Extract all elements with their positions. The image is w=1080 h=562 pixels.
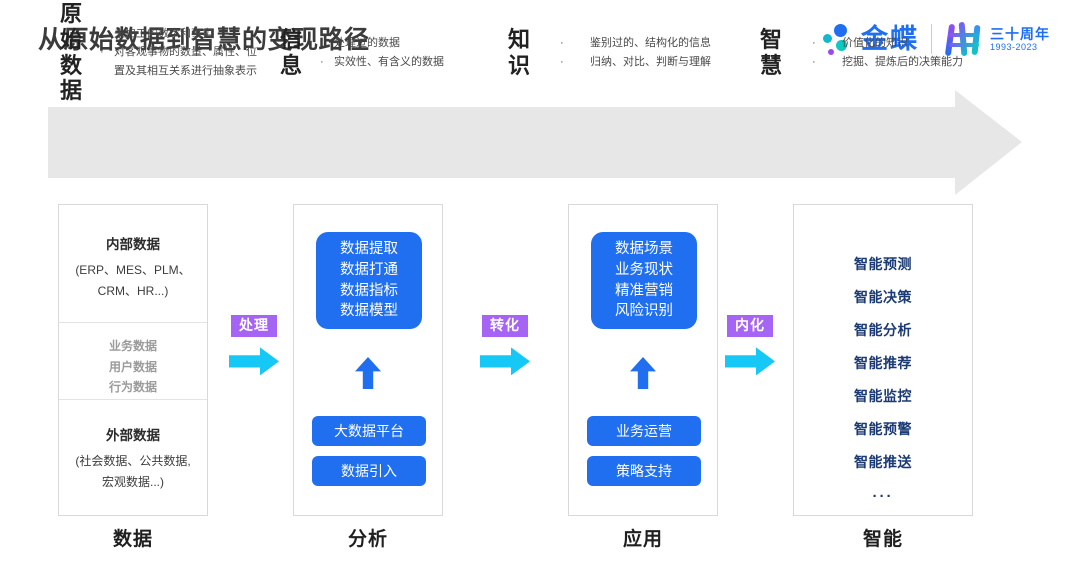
right-arrow-icon	[480, 347, 530, 376]
list-item: 智能推送	[854, 454, 912, 470]
right-arrow-icon	[229, 347, 279, 376]
banner-stage-knowledge: 知 识 · 鉴别过的、结构化的信息 · 归纳、对比、判断与理解	[508, 17, 711, 88]
banner-stage-data: 原始 数据 · 未加工的数字和事实 · 对客观事物的数量、属性、位 置及其相互关…	[60, 1, 257, 104]
column-footer-intelligence: 智能	[862, 529, 903, 550]
logo-divider	[931, 24, 932, 54]
list-item: 智能监控	[854, 388, 912, 404]
list-item: 智能推荐	[854, 355, 912, 371]
logo-dots-icon	[821, 22, 857, 56]
column-footer-data: 数据	[112, 529, 153, 550]
bullet-icon: ·	[320, 37, 324, 50]
column-data: 内部数据 (ERP、MES、PLM、 CRM、HR...) 业务数据 用户数据 …	[58, 204, 208, 516]
list-item: · 对客观事物的数量、属性、位	[100, 43, 257, 61]
list-item: · 处理过的数据	[320, 34, 444, 52]
external-data-section: 外部数据 (社会数据、公共数据, 宏观数据...)	[59, 400, 207, 492]
external-data-subtext: (社会数据、公共数据, 宏观数据...)	[75, 454, 191, 489]
column-footer-application: 应用	[622, 529, 663, 550]
bullet-icon: ·	[100, 28, 104, 41]
connector-internalize: 内化	[718, 315, 782, 376]
internal-data-heading: 内部数据	[106, 237, 160, 252]
application-capability-card: 数据场景 业务现状 精准营销 风险识别	[591, 232, 697, 329]
bullet-icon: ·	[560, 37, 564, 50]
banner-stage-information: 信 息 · 处理过的数据 · 实效性、有含义的数据	[280, 17, 444, 88]
bullet-icon: ·	[812, 55, 816, 68]
page-title: 从原始数据到智慧的变现路径	[38, 26, 370, 54]
list-item: · 挖掘、提炼后的决策能力	[812, 53, 963, 71]
analysis-pill-platform[interactable]: 大数据平台	[312, 416, 426, 446]
kingdee-logo: 金蝶 三十周年 1993-2023	[821, 18, 1050, 60]
list-item: 用户数据	[108, 359, 157, 374]
banner-stage-bullets: · 价值化的知识 · 挖掘、提炼后的决策能力	[812, 34, 963, 70]
up-arrow-icon	[630, 357, 656, 389]
dikw-banner-arrow	[48, 90, 1022, 195]
intelligence-capability-list: 智能预测 智能决策 智能分析 智能推荐 智能监控 智能预警 智能推送 ···	[794, 205, 972, 505]
anniversary-text: 三十周年 1993-2023	[990, 26, 1050, 52]
anniversary-years: 1993-2023	[990, 41, 1038, 52]
list-item: 行为数据	[108, 380, 157, 395]
banner-stage-bullets: · 处理过的数据 · 实效性、有含义的数据	[320, 34, 444, 70]
internal-data-section: 内部数据 (ERP、MES、PLM、 CRM、HR...)	[59, 205, 207, 322]
column-application: 数据场景 业务现状 精准营销 风险识别 业务运营 策略支持	[568, 204, 718, 516]
bullet-icon: ·	[320, 55, 324, 68]
list-item: · 实效性、有含义的数据	[320, 53, 444, 71]
connector-process: 处理	[222, 315, 286, 376]
anniversary-mark-icon	[944, 21, 984, 57]
list-item: 智能预测	[854, 256, 912, 272]
list-item: 智能预警	[854, 421, 912, 437]
list-item: 智能分析	[854, 322, 912, 338]
connector-label: 转化	[482, 315, 528, 338]
application-pill-strategy[interactable]: 策略支持	[587, 456, 701, 486]
bullet-icon: ·	[100, 46, 104, 59]
list-item: · 未加工的数字和事实	[100, 25, 257, 43]
connector-label: 处理	[231, 315, 277, 338]
analysis-capability-card: 数据提取 数据打通 数据指标 数据模型	[316, 232, 422, 329]
banner-stage-bullets: · 未加工的数字和事实 · 对客观事物的数量、属性、位 置及其相互关系进行抽象表…	[100, 25, 257, 79]
logo-brand-name: 金蝶	[861, 23, 919, 54]
external-data-heading: 外部数据	[106, 428, 160, 443]
right-arrow-icon	[725, 347, 775, 376]
banner-stage-key: 信 息	[280, 26, 303, 78]
banner-stage-wisdom: 智 慧 · 价值化的知识 · 挖掘、提炼后的决策能力	[760, 17, 963, 88]
list-ellipsis: ···	[872, 488, 894, 505]
column-footer-analysis: 分析	[347, 529, 388, 550]
bullet-icon: ·	[812, 37, 816, 50]
internal-data-subtext: (ERP、MES、PLM、 CRM、HR...)	[75, 263, 191, 298]
analysis-pill-ingest[interactable]: 数据引入	[312, 456, 426, 486]
banner-stage-key: 智 慧	[760, 26, 783, 78]
connector-label: 内化	[727, 315, 773, 338]
list-item: 智能决策	[854, 289, 912, 305]
column-intelligence: 智能预测 智能决策 智能分析 智能推荐 智能监控 智能预警 智能推送 ···	[793, 204, 973, 516]
list-item: 置及其相互关系进行抽象表示	[114, 64, 257, 77]
list-item: 业务数据	[108, 339, 157, 353]
anniversary-label: 三十周年	[990, 25, 1050, 42]
banner-stage-bullets: · 鉴别过的、结构化的信息 · 归纳、对比、判断与理解	[560, 34, 711, 70]
up-arrow-icon	[355, 357, 381, 389]
application-pill-operations[interactable]: 业务运营	[587, 416, 701, 446]
banner-stage-key: 原始 数据	[60, 0, 83, 104]
banner-stage-key: 知 识	[508, 26, 531, 78]
data-types-section: 业务数据 用户数据 行为数据	[59, 322, 207, 400]
bullet-icon: ·	[560, 55, 564, 68]
list-item: · 价值化的知识	[812, 34, 963, 52]
list-item: · 鉴别过的、结构化的信息	[560, 34, 711, 52]
connector-transform: 转化	[473, 315, 537, 376]
list-item: · 归纳、对比、判断与理解	[560, 53, 711, 71]
column-analysis: 数据提取 数据打通 数据指标 数据模型 大数据平台 数据引入	[293, 204, 443, 516]
